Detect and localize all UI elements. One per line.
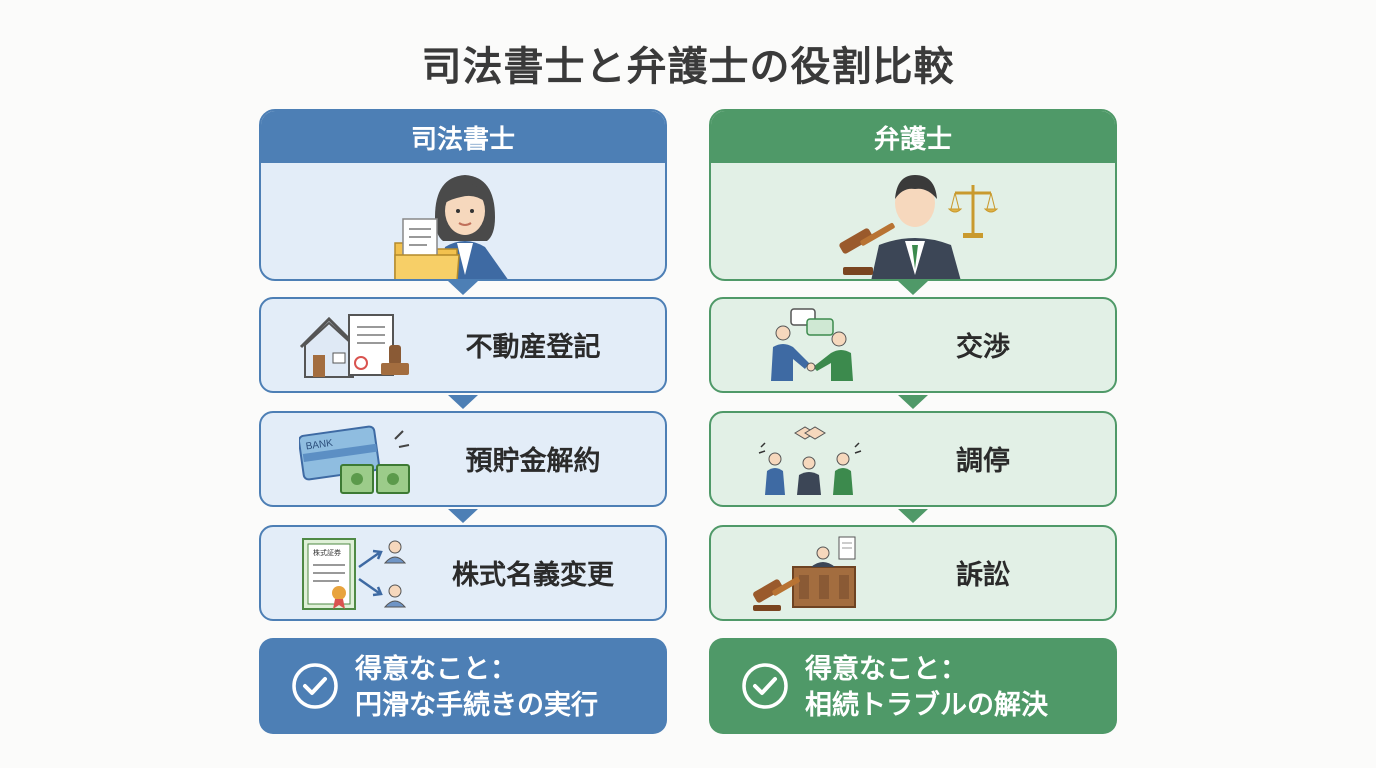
certificate-transfer-icon: 株式証券	[302, 538, 407, 610]
flow-arrow	[448, 281, 478, 295]
svg-text:BANK: BANK	[305, 438, 334, 453]
flow-arrow	[448, 395, 478, 409]
flow-arrow	[898, 395, 928, 409]
flow-arrow	[448, 509, 478, 523]
item-label: 株式名義変更	[452, 560, 614, 591]
item-label: 交渉	[956, 332, 1010, 363]
item-label: 預貯金解約	[465, 446, 601, 477]
list-item: 調停	[709, 411, 1117, 507]
scrivener-woman-with-folder-icon	[394, 175, 508, 279]
handshake-negotiation-icon	[771, 308, 853, 381]
summary-text: 円滑な手続きの実行	[355, 690, 598, 721]
list-item: 不動産登記	[259, 297, 667, 393]
courtroom-gavel-icon	[753, 536, 856, 611]
summary-heading: 得意なこと：	[805, 654, 967, 685]
flow-arrow	[898, 509, 928, 523]
summary-heading: 得意なこと：	[355, 654, 517, 685]
mediation-group-icon	[758, 426, 862, 495]
lawyer-header: 弁護士	[709, 109, 1117, 281]
scrivener-header-title: 司法書士	[261, 111, 665, 163]
bank-card-cash-icon: BANK	[299, 425, 410, 494]
page-title: 司法書士と弁護士の役割比較	[421, 44, 955, 90]
list-item: 訴訟	[709, 525, 1117, 621]
scrivener-summary: 得意なこと： 円滑な手続きの実行	[259, 638, 667, 734]
item-label: 調停	[956, 446, 1010, 477]
lawyer-with-gavel-scales-icon	[839, 175, 999, 279]
lawyer-summary: 得意なこと： 相続トラブルの解決	[709, 638, 1117, 734]
list-item: 株式証券 株式名義変更	[259, 525, 667, 621]
certificate-text: 株式証券	[313, 548, 341, 557]
lawyer-header-title: 弁護士	[711, 111, 1115, 163]
check-circle-icon	[742, 663, 788, 709]
list-item: BANK 預貯金解約	[259, 411, 667, 507]
check-circle-icon	[292, 663, 338, 709]
house-document-stamp-icon	[299, 314, 409, 378]
scrivener-header: 司法書士	[259, 109, 667, 281]
item-label: 訴訟	[956, 560, 1010, 591]
item-label: 不動産登記	[465, 332, 601, 363]
flow-arrow	[898, 281, 928, 295]
summary-text: 相続トラブルの解決	[805, 690, 1048, 721]
list-item: 交渉	[709, 297, 1117, 393]
